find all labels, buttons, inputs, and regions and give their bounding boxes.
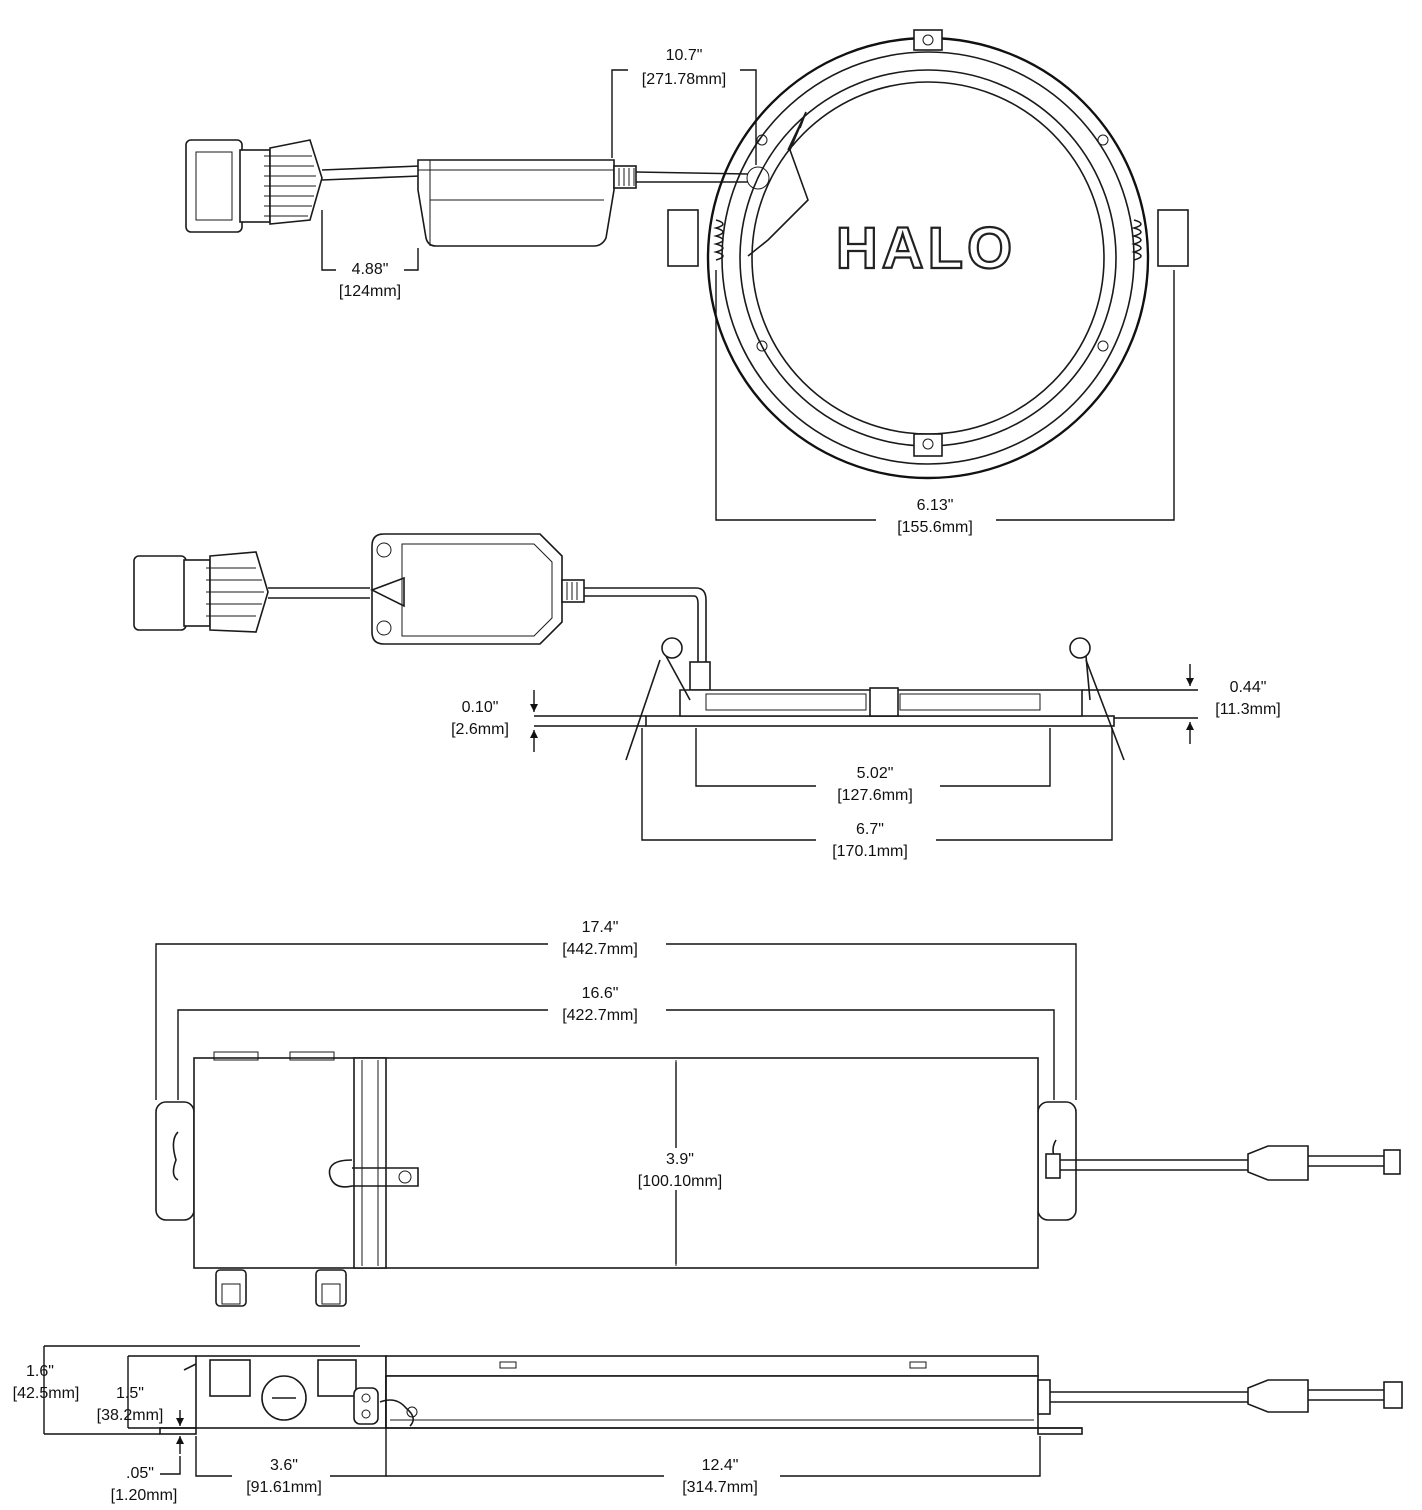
box-height-in: 1.5"	[116, 1385, 144, 1402]
trim-thickness-mm: [2.6mm]	[451, 721, 509, 738]
flange-mm: [1.20mm]	[111, 1487, 178, 1504]
bracket-length-mm: [422.7mm]	[562, 1007, 638, 1024]
junction-box-top-view: 17.4" [442.7mm] 16.6" [422.7mm] 3.9" [10…	[155, 919, 1401, 1307]
cutout-mm: [127.6mm]	[837, 787, 913, 804]
overall-width-mm: [170.1mm]	[832, 843, 908, 860]
dim-lines-side	[530, 664, 1198, 841]
width-in: 3.9"	[666, 1151, 694, 1168]
bracket-length-in: 16.6"	[582, 985, 619, 1002]
driver-section-mm: [314.7mm]	[682, 1479, 758, 1496]
driver-box-side	[370, 533, 585, 645]
driver-section-in: 12.4"	[702, 1457, 739, 1474]
connector-plug-top	[185, 139, 323, 233]
junction-box-side-view: 1.6" [42.5mm] 1.5" [38.2mm] .05" [1.20mm…	[13, 1345, 1403, 1504]
dim-lines-jbox-side	[43, 1345, 1041, 1477]
top-view: HALO 10.7" [271.78mm] 4.88" [124mm] 6.13…	[185, 29, 1189, 536]
junction-box-body	[193, 1051, 1039, 1307]
overall-width-in: 6.7"	[856, 821, 884, 838]
overall-length-mm: [442.7mm]	[562, 941, 638, 958]
box-section-mm: [91.61mm]	[246, 1479, 322, 1496]
lead-length-mm: [271.78mm]	[642, 71, 726, 88]
jbox-overall-height-mm: [42.5mm]	[13, 1385, 80, 1402]
box-section-in: 3.6"	[270, 1457, 298, 1474]
trim-diameter-mm: [155.6mm]	[897, 519, 973, 536]
trim-profile-side	[625, 637, 1125, 761]
whip-connector-side	[1037, 1379, 1403, 1415]
trim-thickness-in: 0.10"	[462, 699, 499, 716]
side-view: 0.10" [2.6mm] 0.44" [11.3mm] 5.02" [127.…	[133, 533, 1281, 860]
jbox-overall-height-in: 1.6"	[26, 1363, 54, 1380]
cutout-in: 5.02"	[857, 765, 894, 782]
dim-lines-top	[321, 69, 1175, 521]
driver-box-top	[417, 159, 637, 247]
width-mm: [100.10mm]	[638, 1173, 722, 1190]
lead-length-in: 10.7"	[666, 47, 703, 64]
jbox-side-body	[159, 1355, 1083, 1435]
box-height-mm: [38.2mm]	[97, 1407, 164, 1424]
halo-logo: HALO	[836, 216, 1016, 281]
overall-height-mm: [11.3mm]	[1215, 701, 1281, 718]
overall-height-in: 0.44"	[1230, 679, 1267, 696]
trim-diameter-in: 6.13"	[917, 497, 954, 514]
driver-width-in: 4.88"	[352, 261, 389, 278]
knockout-clamps	[215, 1269, 347, 1307]
overall-length-in: 17.4"	[582, 919, 619, 936]
flange-in: .05"	[126, 1465, 154, 1482]
whip-connector-top	[1045, 1145, 1401, 1181]
led-trim-round: HALO	[667, 29, 1189, 480]
connector-plug-side	[133, 551, 269, 633]
driver-width-mm: [124mm]	[339, 283, 401, 300]
